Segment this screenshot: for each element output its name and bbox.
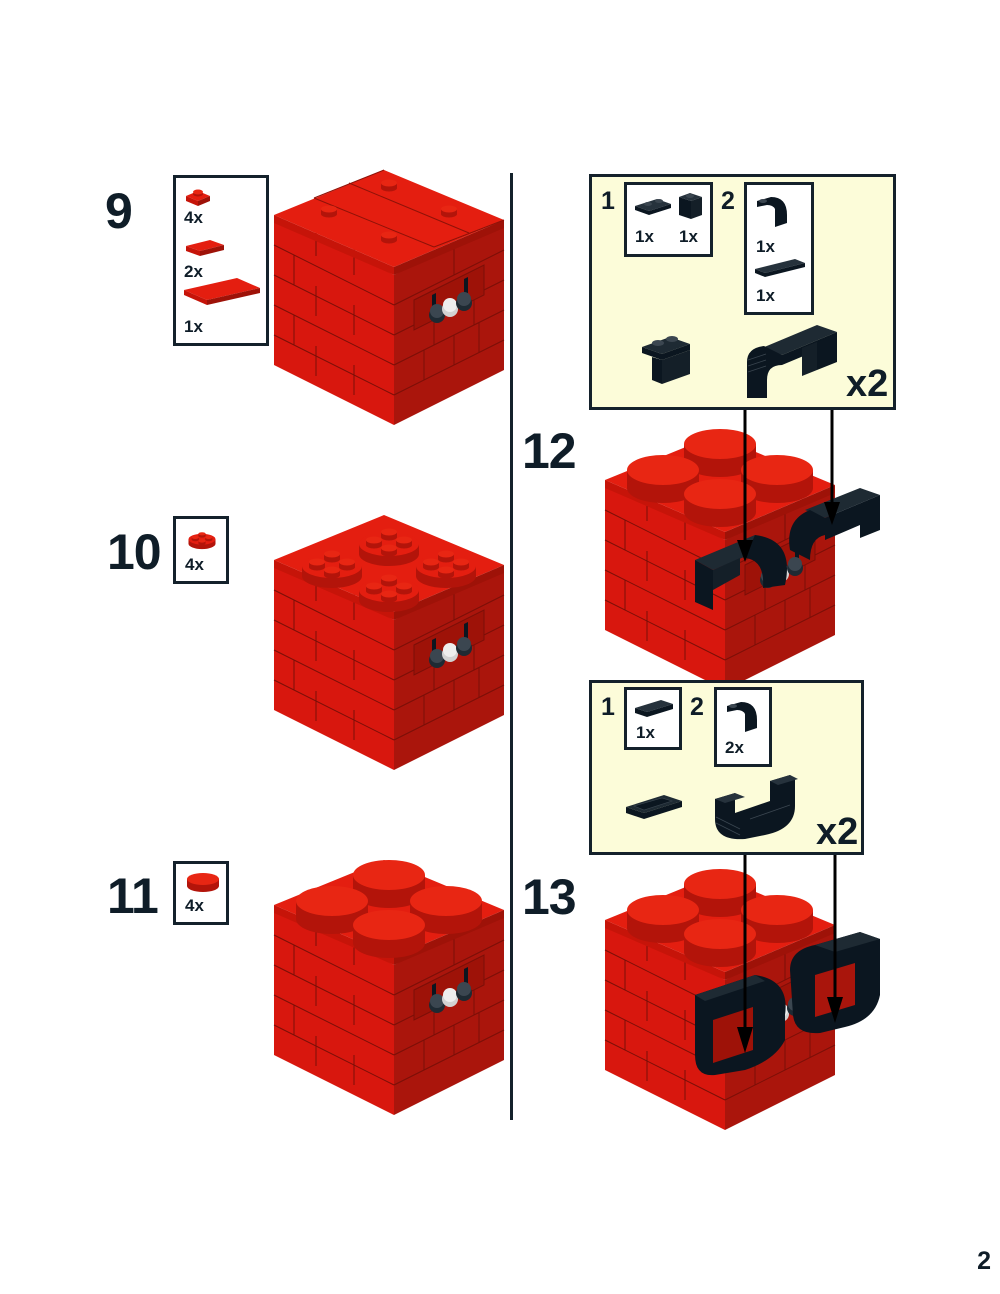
part-qty: 1x <box>635 227 654 246</box>
red-plate-1x1-icon <box>186 189 210 206</box>
black-brick-1x1-icon <box>679 193 702 219</box>
parts-list: 4x 2x 1x <box>173 175 269 346</box>
part-qty: 1x <box>756 237 775 256</box>
step-11-model <box>273 860 505 1116</box>
part-qty: 1x <box>636 723 655 742</box>
red-tile-2x4-icon <box>184 278 260 305</box>
part-qty: 1x <box>184 317 203 336</box>
step-number: 12 <box>522 423 577 479</box>
step-9-model <box>273 169 505 426</box>
black-sub-assembly-1-icon <box>642 336 690 384</box>
parts-list: 4x <box>173 861 229 925</box>
black-sub-assembly-1-icon <box>626 795 682 819</box>
black-sub-assembly-2-icon <box>715 775 798 840</box>
column-divider <box>510 173 513 1120</box>
step-number: 9 <box>105 183 133 239</box>
step-10-model <box>273 515 505 771</box>
step-12-model <box>604 410 880 691</box>
black-curved-slope-icon <box>727 702 757 732</box>
black-plate-1x2-icon <box>635 199 671 215</box>
sub-parts-list: 1x 1x <box>744 182 814 315</box>
part-qty: 4x <box>185 896 204 915</box>
part-qty: 4x <box>185 555 204 574</box>
sub-assembly-callout: 1 1x 1x 2 1x 1x <box>589 174 896 410</box>
part-qty: 1x <box>679 227 698 246</box>
part-qty: 2x <box>184 262 203 281</box>
step-number: 10 <box>107 524 162 580</box>
red-round-plate-2x2-icon <box>188 529 218 551</box>
black-tile-1x2-icon <box>635 700 673 717</box>
sub-step-number: 1 <box>601 693 615 721</box>
multiplier: x2 <box>816 811 859 853</box>
step-number: 13 <box>522 869 577 925</box>
black-curved-slope-icon <box>757 197 787 227</box>
multiplier: x2 <box>846 363 889 405</box>
sub-parts-list: 1x 1x <box>624 182 713 257</box>
parts-list: 4x <box>173 516 229 584</box>
red-tile-1x2-icon <box>186 240 224 256</box>
sub-step-number: 1 <box>601 187 615 215</box>
step-number: 11 <box>107 868 159 924</box>
page-number: 2 <box>977 1247 991 1275</box>
part-qty: 4x <box>184 208 203 227</box>
black-tile-1x4-icon <box>755 259 805 277</box>
red-round-tile-2x2-icon <box>187 873 219 892</box>
sub-parts-list: 1x <box>624 687 682 750</box>
sub-parts-list: 2x <box>714 687 772 767</box>
sub-assembly-callout: 1 1x 2 2x x2 <box>589 680 864 855</box>
part-qty: 2x <box>725 738 744 757</box>
black-sub-assembly-2-icon <box>747 325 837 398</box>
part-qty: 1x <box>756 286 775 305</box>
sub-step-number: 2 <box>690 693 704 721</box>
step-13-model <box>604 855 880 1131</box>
sub-step-number: 2 <box>721 187 735 215</box>
